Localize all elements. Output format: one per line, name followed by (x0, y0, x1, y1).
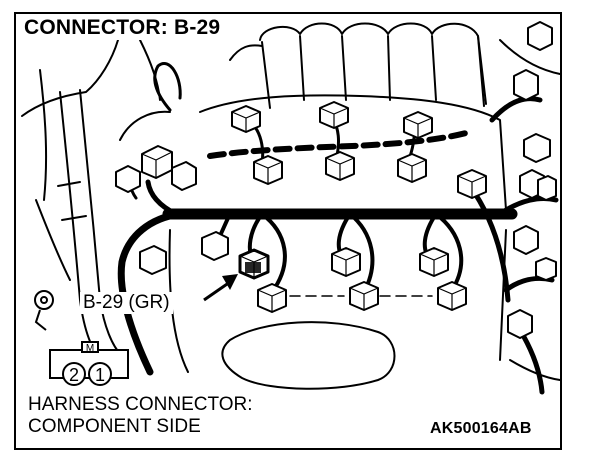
connector-cube (527, 21, 553, 51)
callout-arrow (203, 274, 238, 302)
connector-cube (141, 145, 173, 179)
pin-2-circle (62, 362, 86, 386)
pin-2-label: 2 (69, 365, 79, 385)
connector-cube (523, 133, 551, 163)
connector-cube (513, 225, 539, 255)
figure-code: AK500164AB (430, 420, 532, 437)
diagram-title: CONNECTOR: B-29 (22, 16, 227, 40)
upper-harness (207, 129, 473, 159)
connector-cube (535, 257, 557, 281)
radiator-hose (57, 89, 123, 365)
harness-sweep-left (117, 210, 184, 376)
footer-line-2: COMPONENT SIDE (28, 416, 201, 437)
connector-cube (537, 175, 557, 201)
pin-1-circle (88, 362, 112, 386)
connector-boxes (115, 21, 557, 339)
b29-connector-face (245, 262, 261, 273)
ground-terminal (34, 290, 54, 331)
connector-cube (513, 69, 539, 101)
connector-pin-symbol (49, 341, 129, 386)
pin-1-label: 1 (95, 365, 105, 385)
connector-callout-label: B-29 (GR) (80, 292, 173, 314)
connector-cube (507, 309, 533, 339)
connector-key (81, 341, 99, 353)
connector-cube (115, 165, 141, 193)
footer-line-1: HARNESS CONNECTOR: (28, 394, 253, 415)
connector-cube (139, 245, 167, 275)
cube-edges (141, 107, 487, 312)
connector-key-label: M (86, 343, 94, 354)
harness-branch-left (145, 179, 179, 217)
connector-cube (171, 161, 197, 191)
connector-cube (201, 231, 229, 261)
